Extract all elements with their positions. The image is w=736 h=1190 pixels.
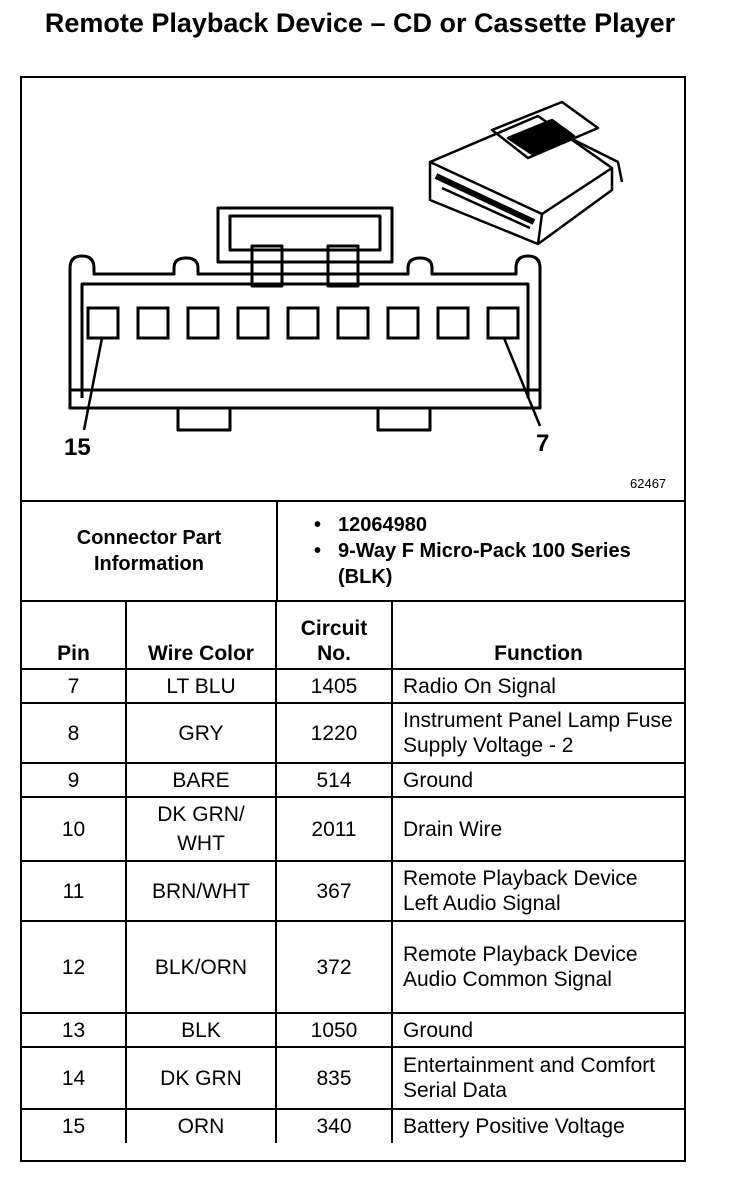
table-row: 10 DK GRN/ WHT 2011 Drain Wire	[22, 796, 684, 862]
circuit-cell: 2011	[275, 796, 393, 862]
header-function: Function	[391, 600, 684, 670]
pin-cell: 14	[22, 1046, 127, 1110]
connector-diagram: 15 7 62467	[22, 78, 684, 500]
connector-drawing	[68, 100, 624, 432]
function-cell: Ground	[391, 1012, 684, 1048]
pin-cell: 9	[22, 762, 127, 798]
figure-id: 62467	[630, 476, 667, 491]
table-row: 9 BARE 514 Ground	[22, 762, 684, 798]
pin-cavity-11	[286, 306, 320, 340]
connector-info-list: 12064980 9-Way F Micro-Pack 100 Series (…	[277, 500, 684, 600]
circuit-cell: 835	[275, 1046, 393, 1110]
pin-cavity-7	[486, 306, 520, 340]
pin-cell: 8	[22, 702, 127, 764]
circuit-cell: 1050	[275, 1012, 393, 1048]
connector-3d-view	[428, 100, 624, 246]
wire-color-cell: GRY	[125, 702, 277, 764]
wire-color-cell: ORN	[125, 1108, 277, 1143]
function-cell: Remote Playback Device Audio Common Sign…	[391, 920, 684, 1014]
pin-cavity-10	[336, 306, 370, 340]
function-cell: Ground	[391, 762, 684, 798]
pin-cavity-14	[136, 306, 170, 340]
wire-color-cell: LT BLU	[125, 668, 277, 704]
pin-cavity-13	[186, 306, 220, 340]
connector-type: 9-Way F Micro-Pack 100 Series (BLK)	[314, 538, 684, 590]
pin-cell: 13	[22, 1012, 127, 1048]
pin-cavity-9	[386, 306, 420, 340]
circuit-cell: 367	[275, 860, 393, 922]
function-cell: Battery Positive Voltage	[391, 1108, 684, 1143]
page-title: Remote Playback Device – CD or Cassette …	[44, 8, 676, 38]
connector-part-number: 12064980	[314, 512, 684, 538]
wire-color-cell: DK GRN/ WHT	[125, 796, 277, 862]
pin-label-right: 7	[536, 430, 550, 457]
circuit-cell: 372	[275, 920, 393, 1014]
pinout-table: Pin Wire Color Circuit No. Function 7 LT…	[22, 600, 684, 1143]
circuit-cell: 340	[275, 1108, 393, 1143]
connector-card: 15 7 62467 Connector Part Information 12…	[20, 76, 686, 1162]
function-cell: Instrument Panel Lamp Fuse Supply Voltag…	[391, 702, 684, 764]
function-cell: Remote Playback Device Left Audio Signal	[391, 860, 684, 922]
pin-cell: 12	[22, 920, 127, 1014]
wire-color-cell: BARE	[125, 762, 277, 798]
pin-cell: 11	[22, 860, 127, 922]
connector-info-heading: Connector Part Information	[22, 500, 278, 600]
circuit-cell: 514	[275, 762, 393, 798]
pin-cell: 10	[22, 796, 127, 862]
leader-line-7	[502, 337, 542, 427]
pin-cell: 15	[22, 1108, 127, 1143]
header-circuit: Circuit No.	[275, 600, 393, 670]
wire-color-cell: BLK	[125, 1012, 277, 1048]
table-row: 15 ORN 340 Battery Positive Voltage	[22, 1108, 684, 1143]
wire-color-cell: BLK/ORN	[125, 920, 277, 1014]
pin-cavity-8	[436, 306, 470, 340]
connector-info-table: Connector Part Information 12064980 9-Wa…	[22, 500, 684, 600]
leader-line-15	[82, 337, 104, 431]
table-row: 8 GRY 1220 Instrument Panel Lamp Fuse Su…	[22, 702, 684, 764]
pin-label-left: 15	[64, 434, 91, 461]
header-pin: Pin	[22, 600, 127, 670]
table-row: 13 BLK 1050 Ground	[22, 1012, 684, 1048]
table-row: 7 LT BLU 1405 Radio On Signal	[22, 668, 684, 704]
pin-cell: 7	[22, 668, 127, 704]
pin-cavity-15	[86, 306, 120, 340]
function-cell: Entertainment and Comfort Serial Data	[391, 1046, 684, 1110]
function-cell: Drain Wire	[391, 796, 684, 862]
table-row: 14 DK GRN 835 Entertainment and Comfort …	[22, 1046, 684, 1110]
table-row: 11 BRN/WHT 367 Remote Playback Device Le…	[22, 860, 684, 922]
pin-cavity-12	[236, 306, 270, 340]
circuit-cell: 1405	[275, 668, 393, 704]
table-row: 12 BLK/ORN 372 Remote Playback Device Au…	[22, 920, 684, 1014]
header-wire-color: Wire Color	[125, 600, 277, 670]
wire-color-cell: DK GRN	[125, 1046, 277, 1110]
wire-color-cell: BRN/WHT	[125, 860, 277, 922]
circuit-cell: 1220	[275, 702, 393, 764]
function-cell: Radio On Signal	[391, 668, 684, 704]
